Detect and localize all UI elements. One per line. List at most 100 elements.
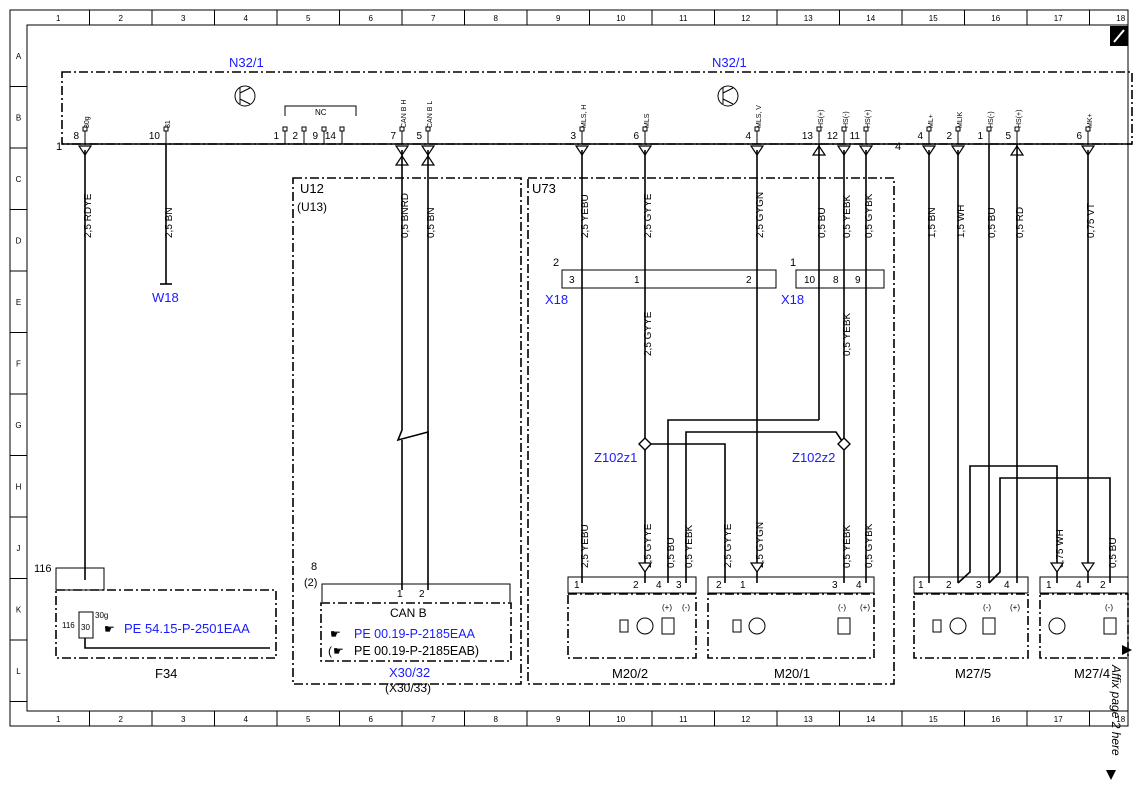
n32-pin: 4ML+ xyxy=(917,114,937,157)
wire-label: 0,5 BU xyxy=(1108,537,1119,568)
grid-column-label: 18 xyxy=(1116,14,1125,23)
wire-label: 2,5 BN xyxy=(164,207,175,238)
motor-icon xyxy=(1048,617,1066,635)
x30-32-label: X30/32 xyxy=(389,665,430,680)
grid-column-label: 17 xyxy=(1054,14,1063,23)
grid-column-label: 3 xyxy=(181,14,186,23)
n32-pin-signal: CAN B H xyxy=(401,100,408,128)
n32-pin-number: 11 xyxy=(850,131,861,142)
svg-text:(-): (-) xyxy=(1105,603,1113,612)
grid-column-label: 11 xyxy=(679,14,688,23)
n32-pin-number: 1 xyxy=(977,131,983,142)
n32-pin-number: 6 xyxy=(633,131,639,142)
arrow-right-icon xyxy=(1122,645,1132,655)
svg-text:M27/5: M27/5 xyxy=(955,666,991,681)
grid-column-label: 6 xyxy=(369,14,374,23)
n32-pin: 5HS(+) xyxy=(1005,110,1025,156)
svg-text:(+): (+) xyxy=(1010,603,1020,612)
n32-pin-signal: MK+ xyxy=(1087,113,1094,128)
w18-label: W18 xyxy=(152,290,179,305)
grid-row-label: D xyxy=(16,236,22,245)
svg-text:2: 2 xyxy=(553,257,559,269)
nc-label: NC xyxy=(315,108,327,117)
n32-pin-number: 6 xyxy=(1076,131,1082,142)
grid-column-label: 4 xyxy=(244,715,249,724)
fuse-block-f34: 116 30g 116 30 ☛ PE 54.15-P-2501EAA F34 xyxy=(34,563,277,681)
x30-ref-1: PE 00.19-P-2185EAA xyxy=(354,627,476,641)
svg-text:3: 3 xyxy=(976,580,982,591)
grid-column-label: 3 xyxy=(181,715,186,724)
motor-icon xyxy=(748,617,766,635)
svg-text:M20/1: M20/1 xyxy=(774,666,810,681)
n32-left-label: N32/1 xyxy=(229,55,264,70)
grid-column-label: 1 xyxy=(56,715,61,724)
grid-column-label: 14 xyxy=(866,14,875,23)
grid-column-label: 1 xyxy=(56,14,61,23)
svg-text:(-): (-) xyxy=(682,603,690,612)
motor-m27-x: 1 4 2 M27/4 xyxy=(1039,576,1129,681)
grid-column-label: 14 xyxy=(866,715,875,724)
grid-row-label: E xyxy=(16,298,21,307)
svg-text:1: 1 xyxy=(634,275,640,286)
svg-text:2: 2 xyxy=(633,580,639,591)
sensor-icon xyxy=(1103,617,1117,635)
grid-column-label: 2 xyxy=(119,715,124,724)
u12-label: U12 xyxy=(300,181,324,196)
svg-text:(: ( xyxy=(328,644,332,658)
grid-column-label: 11 xyxy=(679,715,688,724)
grid-column-label: 8 xyxy=(494,715,499,724)
wire-label: 0,5 BU xyxy=(987,207,998,238)
svg-text:30: 30 xyxy=(81,623,90,632)
svg-text:M27/4: M27/4 xyxy=(1074,666,1110,681)
arrow-down-icon xyxy=(1106,770,1116,780)
svg-text:10: 10 xyxy=(804,275,816,286)
grid-row-label: F xyxy=(16,359,21,368)
svg-text:Z102z1: Z102z1 xyxy=(594,450,637,465)
svg-text:1: 1 xyxy=(918,580,924,591)
svg-text:116: 116 xyxy=(34,563,52,575)
splice-z102z1: Z102z1 xyxy=(594,437,652,465)
n32-pin-signal: MLS xyxy=(644,113,651,128)
svg-text:(-): (-) xyxy=(983,603,991,612)
n32-pin-signal: MLIK xyxy=(957,111,964,128)
wire-label: 2,5 GYYE xyxy=(723,523,734,568)
n32-pin-number: 4 xyxy=(917,131,923,142)
svg-text:30g: 30g xyxy=(95,611,108,620)
x18-left-label: X18 xyxy=(545,292,568,307)
grid-column-label: 6 xyxy=(369,715,374,724)
grid-column-label: 12 xyxy=(741,715,750,724)
svg-text:4: 4 xyxy=(856,580,862,591)
arrow-down-icon xyxy=(749,562,765,574)
f34-label: F34 xyxy=(155,666,177,681)
svg-text:2: 2 xyxy=(419,589,425,600)
connector-x30-32: 8 (2) 1 2 CAN B ☛ PE 00.19-P-2185EAA ( ☛… xyxy=(304,561,512,695)
svg-text:4: 4 xyxy=(1004,580,1010,591)
sensor-icon xyxy=(661,617,675,635)
n32-pin-number: 13 xyxy=(802,131,814,142)
wire-label: 2,5 GYYE xyxy=(643,523,654,568)
motor-icon xyxy=(636,617,654,635)
u73-label: U73 xyxy=(532,181,556,196)
wire-label: 0,5 BN xyxy=(426,207,437,238)
grid-column-label: 16 xyxy=(991,14,1000,23)
svg-text:1: 1 xyxy=(397,589,403,600)
grid-column-label: 7 xyxy=(431,14,436,23)
grid-column-label: 2 xyxy=(119,14,124,23)
can-b-label: CAN B xyxy=(390,606,427,620)
wire-label: 2,5 YEBU xyxy=(580,524,591,568)
grid-row-label: G xyxy=(15,421,21,430)
n32-pin: 14 xyxy=(325,126,345,144)
grid-column-label: 15 xyxy=(929,715,938,724)
affix-note: Affix page 2 here xyxy=(1109,664,1123,756)
n32-pin-signal: HS(+) xyxy=(1016,110,1023,128)
splice-z102z2: Z102z2 xyxy=(792,437,851,465)
svg-text:2: 2 xyxy=(1100,580,1106,591)
grid-row-label: B xyxy=(16,113,21,122)
polarity-marks: (+) (-) (-) (+) (-) (+) (-) xyxy=(662,603,1113,612)
